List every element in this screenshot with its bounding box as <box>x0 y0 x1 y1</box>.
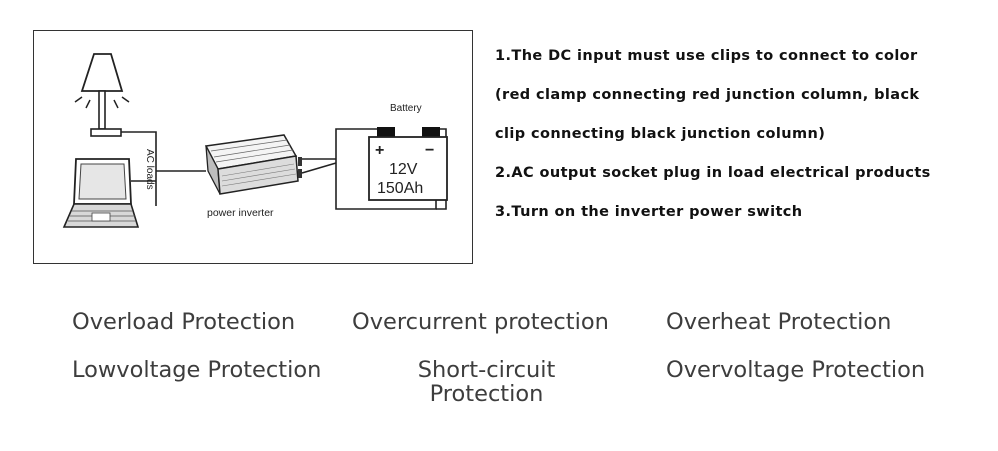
feature-lowvoltage-protection: Lowvoltage Protection <box>72 357 322 383</box>
feature-overload-protection: Overload Protection <box>72 309 296 335</box>
feature-short-circuit-line1: Short-circuit <box>417 357 556 383</box>
battery-icon <box>368 127 448 201</box>
ac-loads-label: AC loads <box>144 149 155 190</box>
inverter-label: power inverter <box>207 207 274 219</box>
feature-overvoltage-protection: Overvoltage Protection <box>666 357 926 383</box>
battery-voltage: 12V <box>389 161 418 178</box>
instruction-line-2: (red clamp connecting red junction colum… <box>495 87 920 103</box>
instruction-line-1: 1.The DC input must use clips to connect… <box>495 48 918 64</box>
wiring-diagram: AC loads power inverter Battery <box>33 30 473 264</box>
battery-capacity: 150Ah <box>377 180 423 197</box>
wiring-diagram-svg: AC loads power inverter Battery <box>62 53 448 228</box>
laptop-icon <box>62 158 140 228</box>
feature-overcurrent-protection: Overcurrent protection <box>352 309 609 335</box>
instruction-line-3: clip connecting black junction column) <box>495 126 826 142</box>
power-inverter-icon <box>204 134 302 195</box>
ac-load-wires <box>121 131 206 206</box>
instruction-line-5: 3.Turn on the inverter power switch <box>495 204 803 220</box>
feature-short-circuit-protection: Short-circuit Protection <box>394 358 579 406</box>
instruction-line-4: 2.AC output socket plug in load electric… <box>495 165 931 181</box>
battery-label: Battery <box>390 103 422 114</box>
battery-plus-sign: + <box>375 142 384 159</box>
feature-overheat-protection: Overheat Protection <box>666 309 892 335</box>
battery-minus-sign: − <box>425 142 434 159</box>
feature-short-circuit-line2: Protection <box>429 381 544 407</box>
lamp-icon <box>74 53 130 137</box>
